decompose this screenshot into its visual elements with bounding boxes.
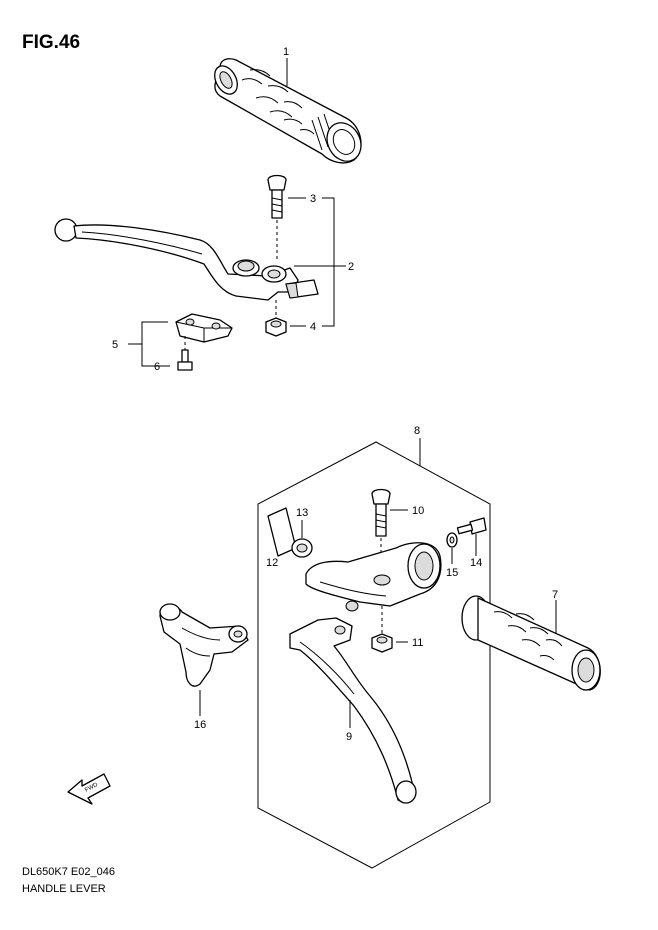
- callout-16: 16: [194, 719, 206, 731]
- callout-7: 7: [552, 589, 558, 601]
- part-11-nut[interactable]: [371, 633, 393, 653]
- callout-13: 13: [296, 507, 308, 519]
- part-6-screw[interactable]: [177, 349, 193, 371]
- part-4-nut[interactable]: [265, 317, 287, 337]
- bracket-2-3-4: [322, 197, 335, 327]
- part-3-pivot-bolt[interactable]: [267, 174, 287, 219]
- callout-9: 9: [346, 731, 352, 743]
- callout-2: 2: [348, 261, 354, 273]
- assembly-8-outline: [257, 441, 491, 869]
- callout-5: 5: [112, 339, 118, 351]
- part-5-brake-switch[interactable]: [175, 313, 233, 343]
- callout-12: 12: [266, 557, 278, 569]
- callout-1: 1: [283, 46, 289, 58]
- callout-15: 15: [446, 567, 458, 579]
- callout-8: 8: [414, 425, 420, 437]
- callout-3: 3: [310, 193, 316, 205]
- part-7-left-grip[interactable]: [461, 595, 601, 691]
- callout-11: 11: [412, 637, 423, 649]
- part-9-clutch-lever[interactable]: [289, 600, 417, 804]
- part-15-washer[interactable]: [446, 532, 458, 548]
- clutch-lever-holder[interactable]: [305, 542, 442, 607]
- part-16-clutch-switch[interactable]: [159, 603, 249, 687]
- callout-10: 10: [412, 505, 424, 517]
- callout-14: 14: [470, 557, 482, 569]
- callout-6: 6: [154, 361, 160, 373]
- part-2-brake-lever[interactable]: [54, 218, 319, 301]
- part-10-pivot-bolt[interactable]: [371, 488, 391, 537]
- figure-caption: HANDLE LEVER: [22, 883, 106, 895]
- fwd-arrow-icon: FWD: [67, 773, 111, 805]
- part-14-screw[interactable]: [456, 517, 487, 535]
- bracket-5-6: [141, 321, 170, 367]
- callout-4: 4: [310, 321, 316, 333]
- part-13-clip[interactable]: [291, 538, 313, 558]
- model-code: DL650K7 E02_046: [22, 866, 115, 878]
- figure-title: FIG.46: [22, 32, 81, 53]
- part-1-throttle-grip[interactable]: [210, 58, 367, 167]
